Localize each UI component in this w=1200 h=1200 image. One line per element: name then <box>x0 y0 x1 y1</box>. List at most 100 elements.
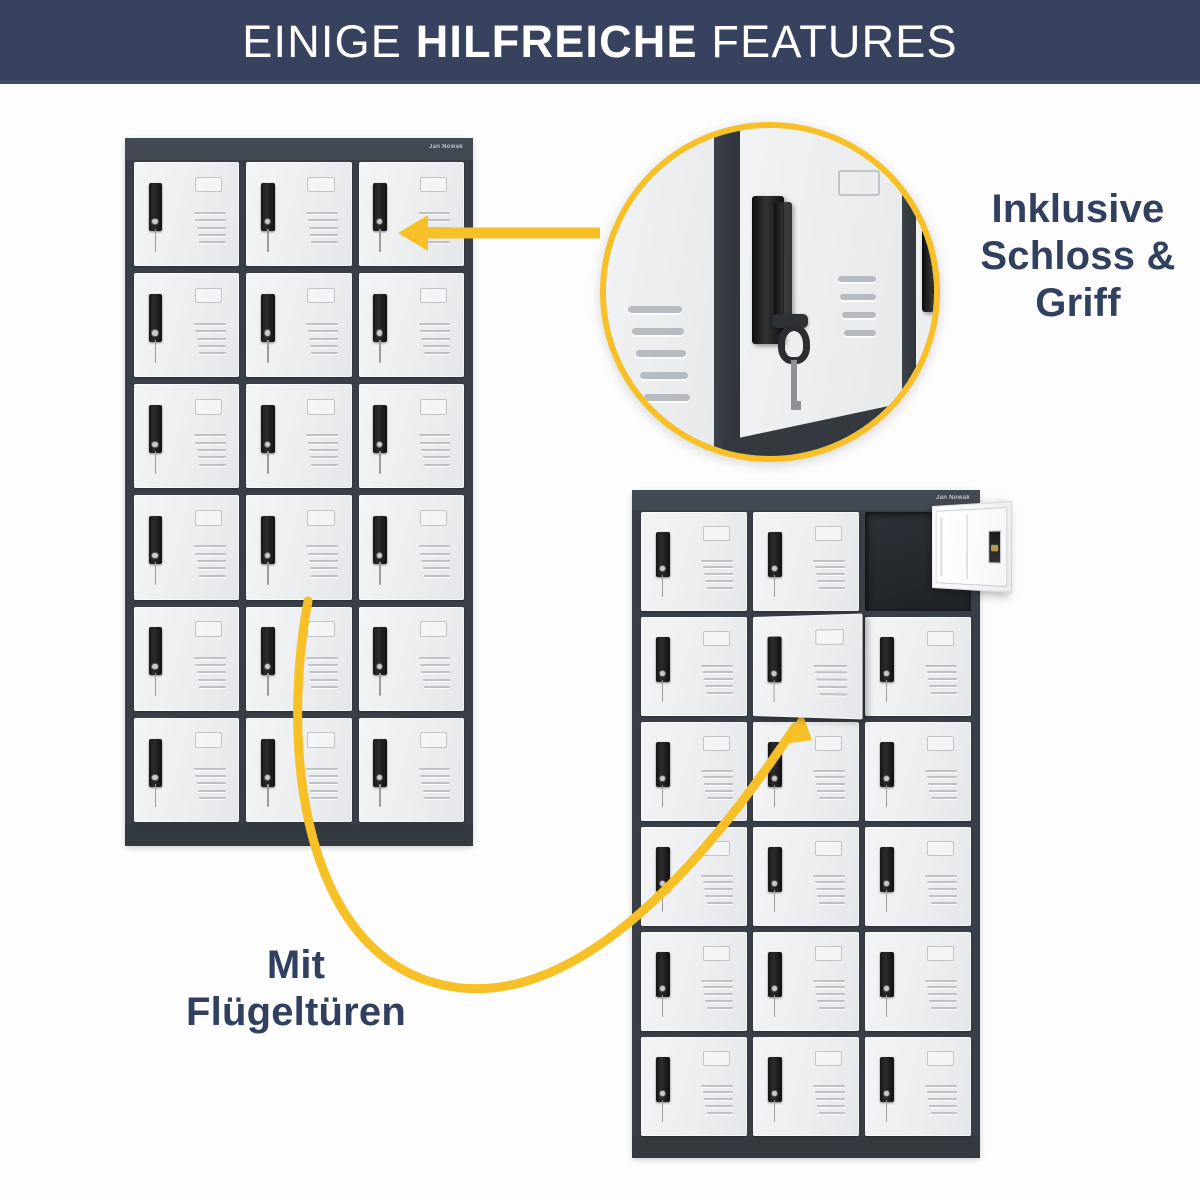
locker-door-face[interactable] <box>641 932 747 1031</box>
inserted-key[interactable] <box>661 680 664 703</box>
locker-door-face[interactable] <box>134 606 240 711</box>
lock-cylinder[interactable] <box>377 441 383 447</box>
locker-door-face[interactable] <box>753 722 859 821</box>
inserted-key[interactable] <box>154 450 157 474</box>
locker-door[interactable] <box>753 1037 859 1136</box>
lock-cylinder[interactable] <box>883 671 889 677</box>
locker-handle[interactable] <box>373 405 388 454</box>
locker-handle[interactable] <box>655 1056 670 1103</box>
locker-handle[interactable] <box>879 1056 894 1103</box>
locker-door[interactable] <box>753 932 859 1031</box>
locker-handle[interactable] <box>261 405 275 454</box>
lock-cylinder[interactable] <box>264 775 271 781</box>
lock-cylinder[interactable] <box>377 219 383 225</box>
locker-door[interactable] <box>753 613 863 720</box>
lock-cylinder[interactable] <box>883 986 889 992</box>
locker-cabinet-open[interactable]: Jan Nowak <box>632 490 980 1158</box>
locker-cabinet-closed[interactable]: Jan Nowak <box>125 138 473 846</box>
locker-door[interactable] <box>641 827 747 926</box>
locker-door-face[interactable] <box>865 932 971 1031</box>
locker-door[interactable] <box>246 495 352 600</box>
inserted-key[interactable] <box>154 562 157 586</box>
locker-door[interactable] <box>246 606 352 711</box>
locker-door-face[interactable] <box>134 495 240 600</box>
inserted-key[interactable] <box>266 450 269 474</box>
locker-door-face[interactable] <box>134 273 240 378</box>
locker-door-face[interactable] <box>358 162 464 267</box>
locker-handle[interactable] <box>879 741 894 788</box>
lock-cylinder[interactable] <box>377 330 383 336</box>
locker-door-face[interactable] <box>246 273 352 378</box>
inserted-key[interactable] <box>885 890 888 913</box>
locker-door[interactable] <box>865 722 971 821</box>
lock-cylinder[interactable] <box>377 552 383 558</box>
locker-handle[interactable] <box>261 738 275 787</box>
swung-open-locker-door[interactable] <box>932 501 1012 593</box>
locker-door-face[interactable] <box>134 162 240 267</box>
inserted-key[interactable] <box>661 1100 664 1123</box>
locker-door-face[interactable] <box>358 606 464 711</box>
lock-cylinder[interactable] <box>152 552 158 558</box>
locker-door-face[interactable] <box>134 717 240 822</box>
inserted-key[interactable] <box>266 673 269 697</box>
locker-door[interactable] <box>865 1037 971 1136</box>
inserted-key[interactable] <box>773 680 775 703</box>
locker-handle[interactable] <box>879 951 894 998</box>
locker-door-face[interactable] <box>246 384 352 489</box>
locker-handle[interactable] <box>261 182 275 231</box>
lock-cylinder[interactable] <box>883 1091 889 1097</box>
locker-door[interactable] <box>358 717 464 822</box>
locker-door-face[interactable] <box>358 273 464 378</box>
lock-cylinder[interactable] <box>264 663 271 670</box>
locker-door-face[interactable] <box>753 1037 859 1136</box>
lock-cylinder[interactable] <box>152 663 158 670</box>
locker-door[interactable] <box>641 722 747 821</box>
locker-handle[interactable] <box>373 516 388 565</box>
locker-handle[interactable] <box>767 531 782 578</box>
locker-door[interactable] <box>358 384 464 489</box>
locker-handle[interactable] <box>148 516 163 565</box>
locker-door[interactable] <box>246 162 352 267</box>
lock-cylinder[interactable] <box>659 1091 665 1097</box>
lock-cylinder[interactable] <box>659 566 665 572</box>
inserted-key[interactable] <box>379 784 381 808</box>
locker-door[interactable] <box>358 606 464 711</box>
locker-door-face[interactable] <box>358 495 464 600</box>
lock-cylinder[interactable] <box>152 219 158 225</box>
lock-cylinder[interactable] <box>264 441 271 447</box>
locker-handle[interactable] <box>148 182 163 231</box>
locker-door[interactable] <box>641 932 747 1031</box>
lock-cylinder[interactable] <box>152 441 158 447</box>
lock-cylinder[interactable] <box>264 219 271 225</box>
locker-door[interactable] <box>134 384 240 489</box>
locker-handle[interactable] <box>373 293 388 342</box>
locker-door-face[interactable] <box>246 162 352 267</box>
inserted-key[interactable] <box>885 995 888 1018</box>
locker-door[interactable] <box>134 717 240 822</box>
locker-door-face[interactable] <box>753 512 859 611</box>
inserted-key[interactable] <box>266 562 269 586</box>
locker-door-face[interactable] <box>641 617 747 716</box>
locker-door[interactable] <box>753 827 859 926</box>
inserted-key[interactable] <box>773 575 776 598</box>
inserted-key[interactable] <box>266 228 269 252</box>
lock-cylinder[interactable] <box>152 775 158 781</box>
inserted-key[interactable] <box>379 673 381 697</box>
locker-door[interactable] <box>865 932 971 1031</box>
locker-door-face[interactable] <box>753 827 859 926</box>
inserted-key[interactable] <box>773 890 776 913</box>
lock-cylinder[interactable] <box>264 330 271 336</box>
lock-cylinder[interactable] <box>883 776 889 782</box>
locker-door-face[interactable] <box>358 717 464 822</box>
locker-handle[interactable] <box>879 846 894 893</box>
inserted-key[interactable] <box>778 324 810 410</box>
locker-door[interactable] <box>641 617 747 716</box>
inserted-key[interactable] <box>773 785 776 808</box>
inserted-key[interactable] <box>379 562 381 586</box>
inserted-key[interactable] <box>266 339 269 363</box>
lock-cylinder[interactable] <box>771 566 777 572</box>
inserted-key[interactable] <box>885 680 888 703</box>
locker-door[interactable] <box>358 273 464 378</box>
inserted-key[interactable] <box>379 450 381 474</box>
locker-door-face[interactable] <box>134 384 240 489</box>
